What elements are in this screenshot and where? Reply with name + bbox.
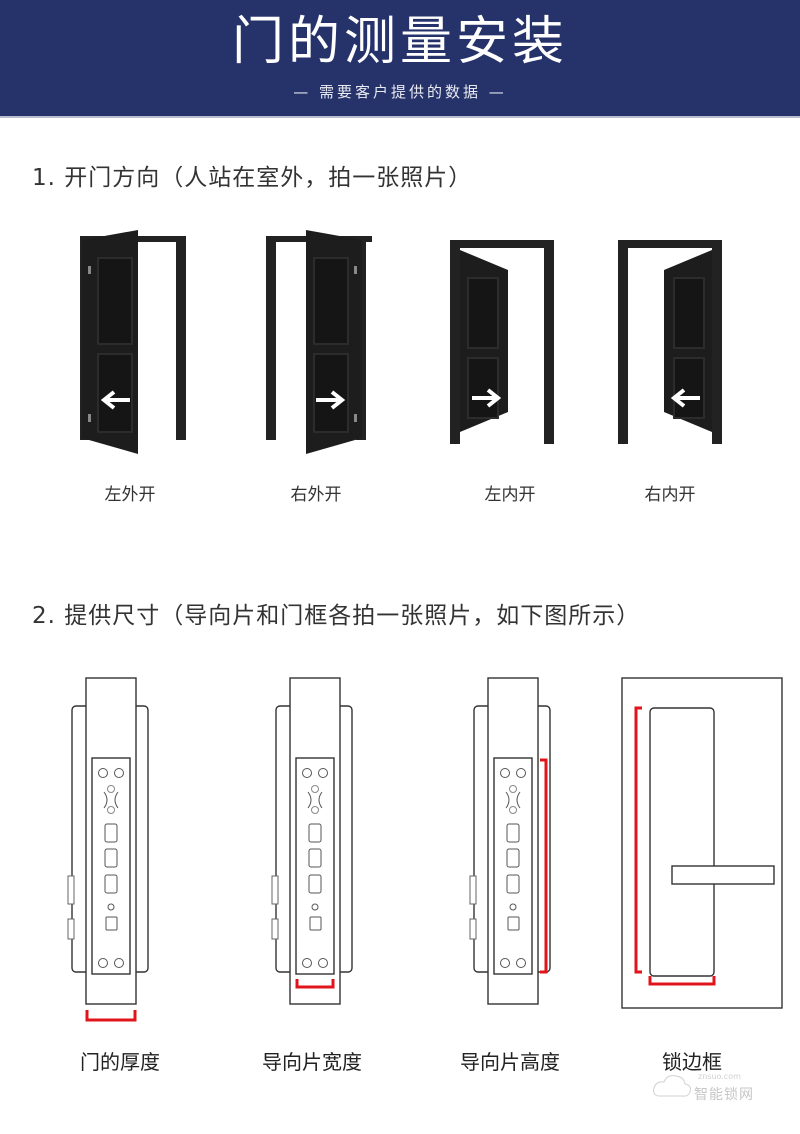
highlight-bracket bbox=[540, 758, 548, 974]
door-outward-left bbox=[72, 228, 202, 458]
door-inward-left bbox=[446, 236, 576, 466]
door-inward-right bbox=[612, 236, 742, 466]
door-label-inward-left: 左内开 bbox=[484, 485, 536, 505]
door-label-outward-right: 右外开 bbox=[290, 485, 342, 505]
diagram-guide-plate-width bbox=[266, 676, 366, 1030]
arrow-right-icon bbox=[316, 390, 346, 410]
diagram-label-door-thickness: 门的厚度 bbox=[80, 1050, 160, 1074]
page-title: 门的测量安装 bbox=[231, 12, 568, 72]
diagram-label-guide-plate-height: 导向片高度 bbox=[460, 1050, 560, 1074]
highlight-bracket bbox=[295, 979, 335, 989]
page-subtitle: — 需要客户提供的数据 — bbox=[293, 83, 507, 101]
highlight-bracket bbox=[85, 1010, 137, 1022]
highlight-bracket bbox=[634, 706, 642, 974]
diagram-lock-frame bbox=[620, 676, 784, 1010]
diagram-door-thickness bbox=[62, 676, 162, 1030]
section1-title: 1. 开门方向（人站在室外，拍一张照片） bbox=[32, 165, 473, 191]
diagram-guide-plate-height bbox=[464, 676, 564, 1030]
arrow-left-icon bbox=[670, 388, 700, 408]
header-banner: 门的测量安装 — 需要客户提供的数据 — bbox=[0, 0, 800, 118]
watermark: znsuo.com 智能锁网 bbox=[652, 1072, 782, 1106]
highlight-bracket bbox=[648, 976, 716, 986]
door-label-outward-left: 左外开 bbox=[104, 485, 156, 505]
cloud-logo-icon bbox=[653, 1075, 691, 1097]
watermark-text: 智能锁网 bbox=[694, 1087, 754, 1103]
arrow-left-icon bbox=[100, 390, 130, 410]
header-divider bbox=[0, 116, 800, 118]
diagram-label-lock-frame: 锁边框 bbox=[662, 1050, 722, 1074]
watermark-url: znsuo.com bbox=[698, 1072, 741, 1081]
section2-title: 2. 提供尺寸（导向片和门框各拍一张照片，如下图所示） bbox=[32, 603, 641, 629]
door-label-inward-right: 右内开 bbox=[644, 485, 696, 505]
arrow-right-icon bbox=[472, 388, 502, 408]
door-outward-right bbox=[258, 228, 388, 458]
diagram-label-guide-plate-width: 导向片宽度 bbox=[262, 1050, 362, 1074]
